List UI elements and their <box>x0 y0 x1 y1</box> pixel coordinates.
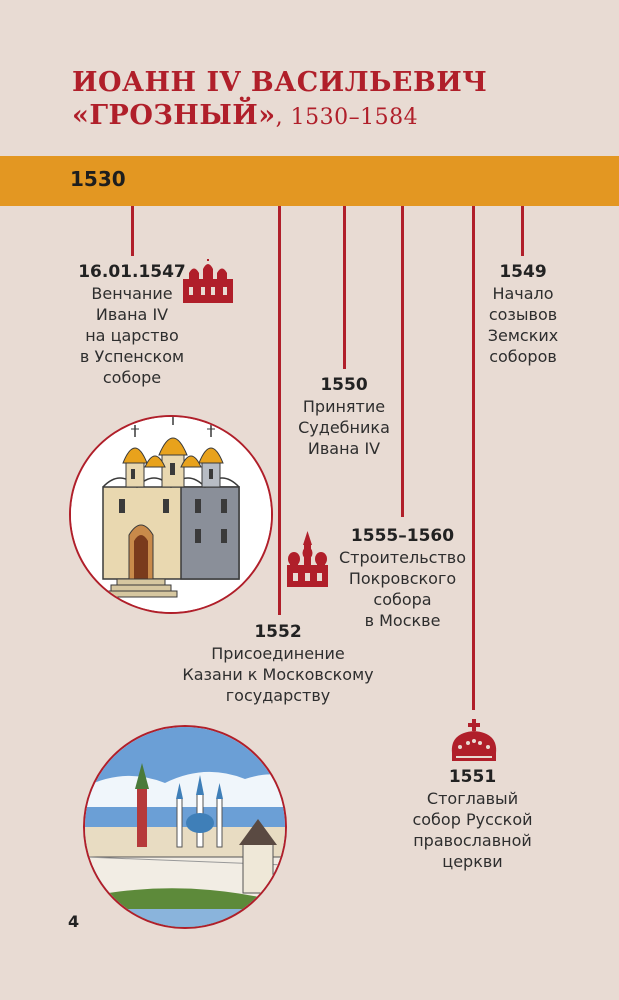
timeline-start-year: 1530 <box>70 167 126 191</box>
event-text-line: собора <box>373 590 432 609</box>
event-date: 1552 <box>254 622 302 642</box>
event-text-line: Земских <box>487 326 559 345</box>
event-text-line: Строительство <box>339 548 466 567</box>
event-text-line: созывов <box>488 305 558 324</box>
event-date: 1555–1560 <box>350 526 455 546</box>
connector-1549 <box>521 206 524 256</box>
event-text-line: Начало <box>492 284 554 303</box>
event-date: 1551 <box>448 767 497 787</box>
event-text-line: соборе <box>102 368 162 387</box>
event-text-line: Ивана IV <box>95 305 169 324</box>
event-1555-1560: 1555–1560 Строительство Покровского собо… <box>330 526 475 631</box>
event-1549: 1549 Начало созывов Земских соборов <box>473 262 573 367</box>
event-text-line: Принятие <box>302 397 386 416</box>
event-1552: 1552 Присоединение Казани к Московскому … <box>168 622 388 706</box>
event-1550: 1550 Принятие Судебника Ивана IV <box>289 375 399 459</box>
event-1547: 16.01.1547 Венчание Ивана IV на царство … <box>62 262 202 388</box>
event-text-line: Присоединение <box>211 644 345 663</box>
crown-icon <box>451 719 497 761</box>
page-title: ИОАНН IV ВАСИЛЬЕВИЧ «ГРОЗНЫЙ», 1530–1584 <box>72 66 592 134</box>
event-text-line: государству <box>225 686 331 705</box>
st-basil-cathedral-icon <box>287 531 328 587</box>
connector-1551 <box>472 206 475 710</box>
event-text-line: в Успенском <box>79 347 185 366</box>
event-text-line: Покровского <box>348 569 457 588</box>
title-years: , 1530–1584 <box>275 105 419 130</box>
event-text-line: Ивана IV <box>307 439 381 458</box>
event-date: 1549 <box>499 262 547 282</box>
event-date: 1550 <box>320 375 368 395</box>
kremlin-drawing <box>85 727 285 927</box>
event-text-line: на царство <box>85 326 179 345</box>
timeline-bar: 1530 <box>0 156 619 206</box>
connector-1552 <box>278 206 281 615</box>
assumption-cathedral-illustration <box>69 415 273 614</box>
event-1551: 1551 Стоглавый собор Русской православно… <box>405 767 540 872</box>
event-text-line: соборов <box>489 347 557 366</box>
cathedral-drawing <box>71 417 271 612</box>
connector-1547 <box>131 206 134 256</box>
event-date: 16.01.1547 <box>78 262 186 282</box>
event-text-line: церкви <box>442 852 503 871</box>
kazan-kremlin-illustration <box>83 725 287 929</box>
event-text-line: Венчание <box>91 284 173 303</box>
connector-1555 <box>401 206 404 517</box>
connector-1550 <box>343 206 346 369</box>
title-line-2: «ГРОЗНЫЙ» <box>72 100 276 131</box>
event-text-line: собор Русской <box>412 810 533 829</box>
event-text-line: в Москве <box>364 611 441 630</box>
title-line-1: ИОАНН IV ВАСИЛЬЕВИЧ <box>72 67 488 98</box>
event-text-line: Стоглавый <box>426 789 519 808</box>
cathedral-icon <box>183 259 233 303</box>
page-number: 4 <box>68 912 80 931</box>
event-text-line: Казани к Московскому <box>182 665 374 684</box>
event-text-line: православной <box>413 831 532 850</box>
event-text-line: Судебника <box>298 418 390 437</box>
